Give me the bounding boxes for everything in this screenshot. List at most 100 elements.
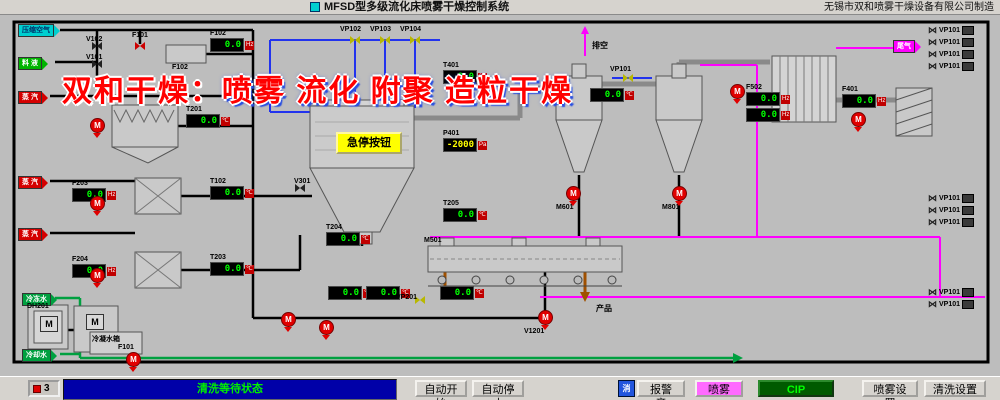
arrow-icon [54,24,60,37]
pump-bottom-2[interactable]: M [319,320,334,340]
mini-indicator [962,62,975,71]
arrow-icon [51,293,57,306]
product-arrow [580,292,590,302]
valve-row-VP101-1[interactable]: ⋈VP101 [928,25,975,35]
agitator-motor-1[interactable]: M [40,316,58,332]
pump-feed-3[interactable]: M [90,268,105,288]
valve-icon: ⋈ [928,49,937,59]
pump-outlet-icon [93,211,101,216]
alarm-group: 消 报警音 [618,380,685,400]
label-V102: V102 [86,36,103,43]
valve-icon: ⋈ [928,37,937,47]
pump-outlet-icon [129,367,137,372]
spray-settings-button[interactable]: 喷雾设置 [862,380,918,400]
mini-indicator [962,206,975,215]
agitator-motor-2[interactable]: M [86,314,104,330]
diagram-frame [12,20,990,364]
pipes-green [55,296,733,360]
manufacturer-text: 无锡市双和喷雾干燥设备有限公司制造 [824,2,994,13]
cip-button[interactable]: CIP [758,380,834,397]
label-VP201: VP201 [396,294,418,301]
label-DH201: DH201 [27,303,49,310]
pump-outlet-icon [675,201,683,206]
clean-settings-button[interactable]: 清洗设置 [924,380,986,397]
pump-feed-1[interactable]: M [90,118,105,138]
valve-row-VP101-9[interactable]: ⋈VP101 [928,299,975,309]
label-F101-pump: F101 [118,344,134,351]
pump-bottom-1[interactable]: M [281,312,296,332]
pump-outlet-icon [93,133,101,138]
valve-row-VP101-6[interactable]: ⋈VP101 [928,205,975,215]
alarm-mute-toggle[interactable]: 消 [618,380,635,397]
label-F101: F101 [132,32,148,39]
auto-start-button[interactable]: 自动开始 [415,380,467,400]
mini-indicator [962,26,975,35]
arrow-icon [41,228,48,241]
valve-row-VP101-2[interactable]: ⋈VP101 [928,37,975,47]
valve-row-VP101-4[interactable]: ⋈VP101 [928,61,975,71]
valve-icon: ⋈ [928,61,937,71]
valve-symbols [92,36,633,304]
title-text: MFSD型多级流化床喷雾干燥控制系统 [324,1,510,13]
arrow-icon [915,40,921,53]
label-M801: M801 [662,204,680,211]
spray-mode-button[interactable]: 喷雾 [695,380,743,397]
label-M601: M601 [556,204,574,211]
title-bar: MFSD型多级流化床喷雾干燥控制系统 无锡市双和喷雾干燥设备有限公司制造 [0,0,1000,15]
tail-gas-tag: 尾气 [893,40,921,53]
equipment-shapes [27,44,933,355]
display-bed-2: 0.0℃ [366,286,410,300]
title-icon [310,2,320,13]
pump-cyclone-1[interactable]: M [566,186,581,206]
label-V301: V301 [294,178,311,185]
source-tag-steam-1: 蒸 汽 [18,91,48,104]
source-tag-steam-3: 蒸 汽 [18,228,48,241]
label-VP101: VP101 [610,66,632,73]
valve-icon: ⋈ [928,205,937,215]
valve-row-VP101-8[interactable]: ⋈VP101 [928,288,975,297]
valve-icon: ⋈ [928,193,937,203]
auto-stop-button[interactable]: 自动停止 [472,380,524,400]
mini-indicator [962,218,975,227]
pump-outlet-icon [541,325,549,330]
valve-icon: ⋈ [928,217,937,227]
arrow-icon [41,176,48,189]
page-selector[interactable]: 3 [28,380,60,397]
pump-outlet-icon [733,99,741,104]
pump-fan-F401[interactable]: M [851,112,866,132]
control-bar: 3 清洗等待状态 自动开始 自动停止 消 报警音 喷雾 CIP 喷雾设置 清洗设… [0,376,1000,400]
label-M501: M501 [424,237,442,244]
vent-arrow [581,26,589,34]
valve-icon: ⋈ [928,25,937,35]
label-vent: 排空 [592,41,608,50]
pump-discharge[interactable]: M [538,310,553,330]
source-tag-cooling-water: 冷却水 [22,349,57,362]
emergency-stop-button[interactable]: 急停按钮 [336,132,402,154]
pump-feed-2[interactable]: M [90,196,105,216]
alarm-sound-button[interactable]: 报警音 [637,380,685,400]
green-flow-arrow [733,353,743,363]
mini-indicator [962,50,975,59]
valve-row-VP101-7[interactable]: ⋈VP101 [928,217,975,227]
pump-outlet-icon [93,283,101,288]
label-condensate-tank: 冷凝水箱 [92,336,120,343]
source-tag-feed: 料 液 [18,57,48,70]
valve-row-VP101-3[interactable]: ⋈VP101 [928,49,975,59]
display-cyclone: 0.0℃ [590,88,634,102]
label-VP103: VP103 [370,26,392,33]
pump-fan-F502[interactable]: M [730,84,745,104]
source-tag-compressed-air: 压缩空气 [18,24,60,37]
valve-row-VP101-5[interactable]: ⋈VP101 [928,193,975,203]
pump-condensate[interactable]: M [126,352,141,372]
pump-cyclone-2[interactable]: M [672,186,687,206]
valve-icon: ⋈ [928,299,937,309]
source-tag-chilled-water: 冷冻水 [22,293,57,306]
